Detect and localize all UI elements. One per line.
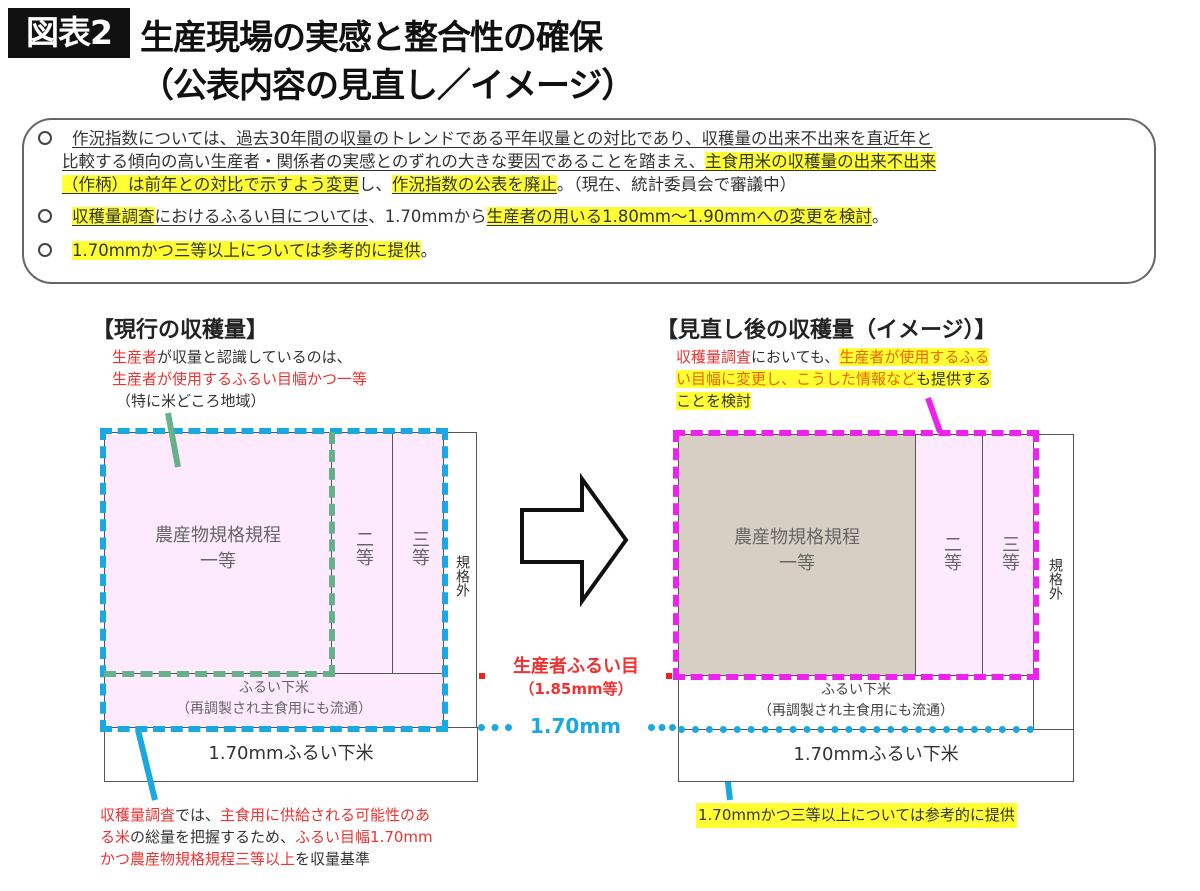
left-under-170-label: 1.70mmふるい下米 xyxy=(208,743,374,764)
sieve-marker-right xyxy=(666,673,672,679)
right-sifted-under-box xyxy=(678,675,1034,730)
revised-caption-line-3: ことを検討 xyxy=(676,392,752,410)
current-caption-line-3: （特に米どころ地域） xyxy=(116,392,266,410)
producer-sieve-value: （1.85mm等） xyxy=(519,680,633,698)
revised-bottom-caption: 1.70mmかつ三等以上については参考的に提供 xyxy=(696,803,1017,828)
right-grade1-box xyxy=(678,434,916,676)
line-170-dots-right-box xyxy=(678,726,1034,733)
note-item-1-line-3: （作柄）は前年との対比で示すよう変更し、作況指数の公表を廃止。（現在、統計委員会… xyxy=(62,175,797,194)
figure-tag: 図表2 xyxy=(8,8,130,58)
current-caption-line-2: 生産者が使用するふるい目幅かつ一等 xyxy=(112,370,368,388)
line-170-label: 1.70mm xyxy=(530,714,622,738)
producer-sieve-label: 生産者ふるい目 xyxy=(513,656,639,677)
right-under-170-label: 1.70mmふるい下米 xyxy=(793,744,959,765)
revised-caption-line-1: 収穫量調査においても、生産者が使用するふる xyxy=(676,348,990,366)
bullet-circle-icon xyxy=(38,131,52,145)
right-arrow-icon xyxy=(520,472,629,608)
right-grade1-label: 農産物規格規程 一等 xyxy=(734,527,860,574)
bullet-circle-icon xyxy=(38,209,52,223)
current-bottom-caption-line-2: る米の総量を把握するため、ふるい目幅1.70mm xyxy=(100,828,433,846)
bullet-circle-icon xyxy=(38,243,52,257)
left-grade2-label: 二等 xyxy=(353,530,374,566)
revised-caption-line-2: い目幅に変更し、こうした情報なども提供する xyxy=(676,370,992,388)
left-grade1-label: 農産物規格規程 一等 xyxy=(155,525,281,572)
right-grade3-label: 三等 xyxy=(999,535,1020,571)
right-out-of-spec-box xyxy=(1033,434,1074,730)
left-out-of-spec-label: 規格外 xyxy=(454,555,470,597)
figure-title: 生産現場の実感と整合性の確保 xyxy=(140,18,603,58)
producer-boundary xyxy=(104,432,335,677)
figure-subtitle: （公表内容の見直し／イメージ） xyxy=(140,66,635,106)
note-item-1-line-1: 作況指数については、過去30年間の収量のトレンドである平年収量との対比であり、収… xyxy=(38,128,933,150)
current-survey-boundary xyxy=(100,428,448,732)
left-grade3-label: 三等 xyxy=(409,530,430,566)
note-item-1-line-2: 比較する傾向の高い生産者・関係者の実感とのずれの大きな要因であることを踏まえ、主… xyxy=(62,152,937,171)
right-out-of-spec-label: 規格外 xyxy=(1047,558,1063,600)
note-item-2: 収穫量調査におけるふるい目については、1.70mmから生産者の用いる1.80mm… xyxy=(38,206,888,228)
current-bottom-caption-line-1: 収穫量調査では、主食用に供給される可能性のあ xyxy=(100,806,431,824)
revised-survey-boundary xyxy=(673,430,1039,680)
right-sifted-under-label: ふるい下米 （再調製され主食用にも流通） xyxy=(758,682,954,719)
current-bottom-caption-line-3: かつ農産物規格規程三等以上を収量基準 xyxy=(100,850,371,868)
current-caption-line-1: 生産者が収量と認識しているのは、 xyxy=(112,348,352,366)
left-under-170-box xyxy=(104,727,478,782)
left-grade3-box xyxy=(392,432,444,674)
left-sifted-under-label: ふるい下米 （再調製され主食用にも流通） xyxy=(176,680,372,717)
right-grade2-label: 二等 xyxy=(941,535,962,571)
current-yield-heading: 【現行の収穫量】 xyxy=(92,318,269,343)
revised-yield-heading: 【見直し後の収穫量（イメージ）】 xyxy=(656,318,997,343)
note-item-3: 1.70mmかつ三等以上については参考的に提供。 xyxy=(38,240,437,262)
line-170-dots-left xyxy=(478,724,512,731)
line-170-dots-right xyxy=(648,724,676,731)
sieve-marker-left xyxy=(479,673,485,679)
